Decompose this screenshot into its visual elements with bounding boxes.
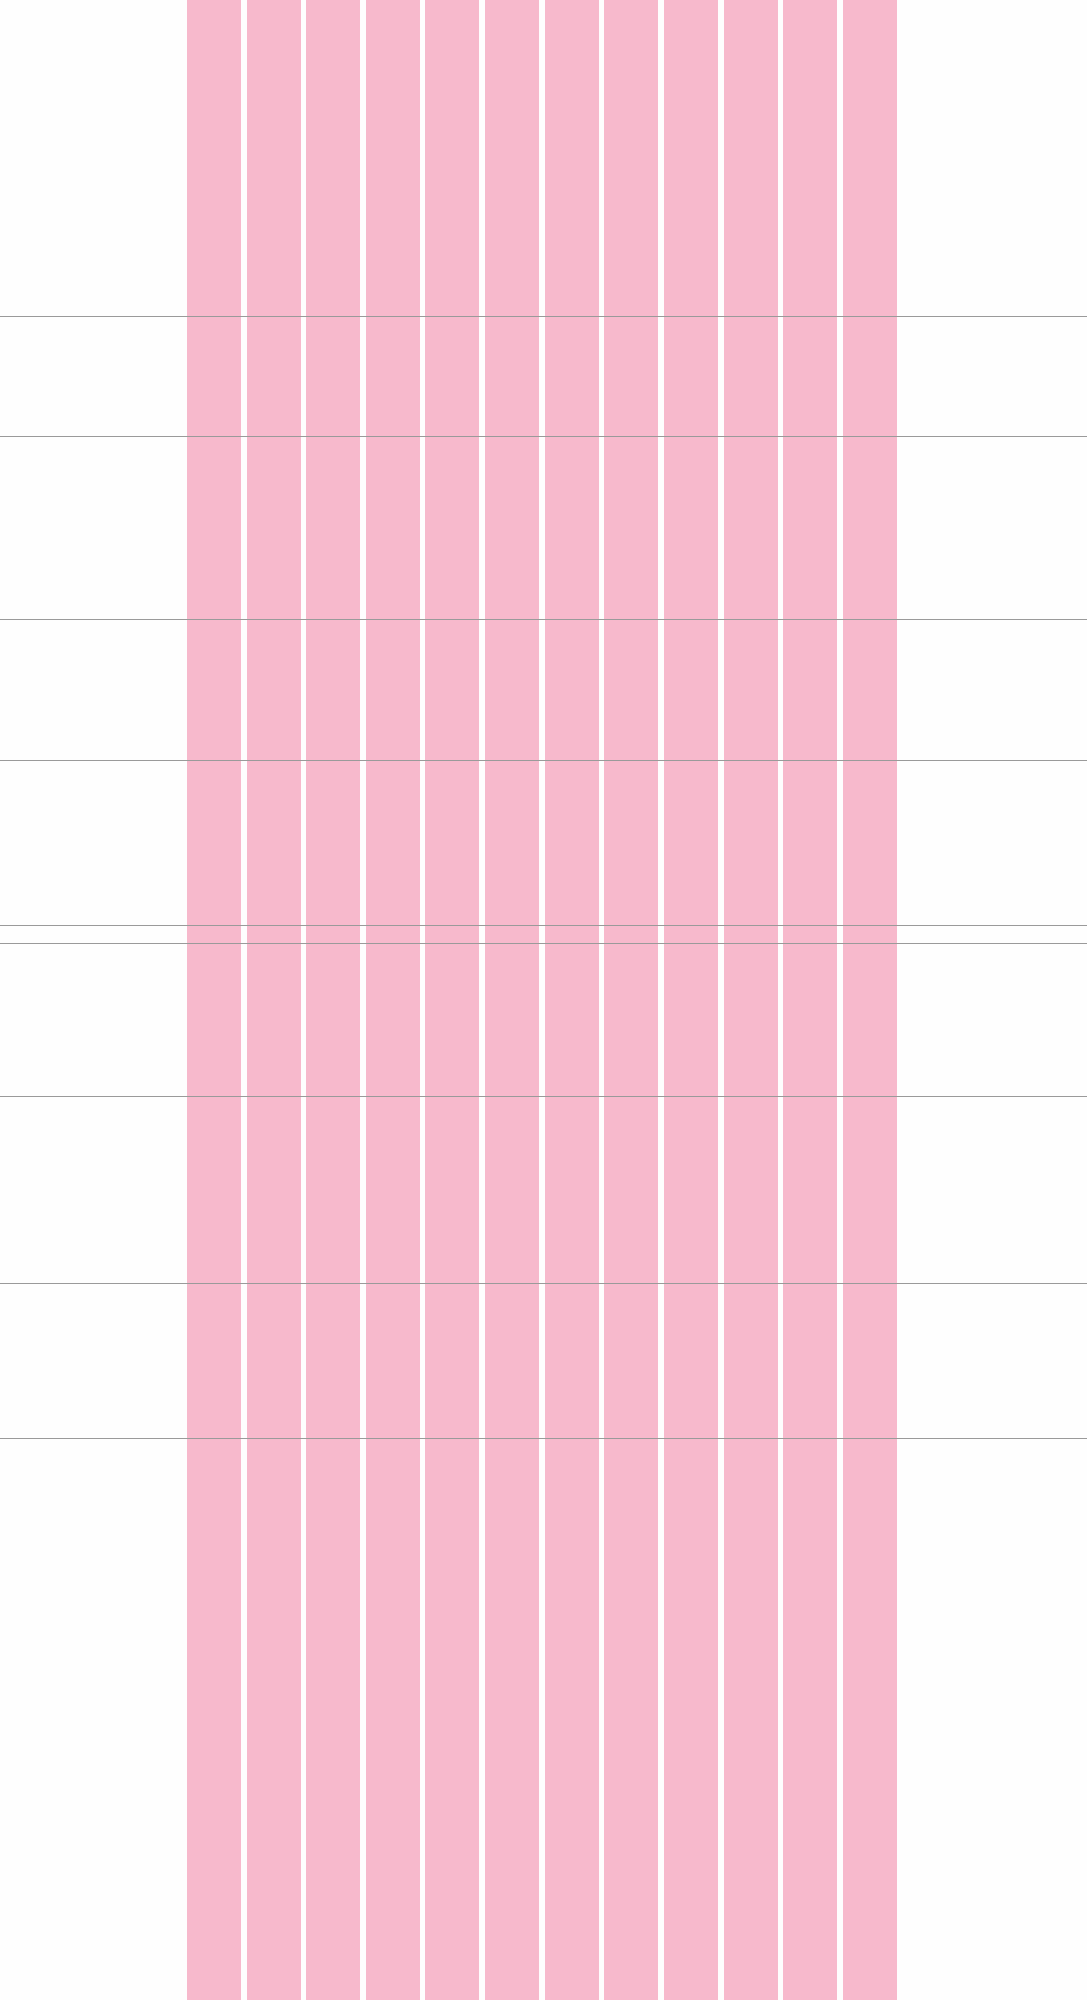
grid-column — [724, 0, 778, 2000]
grid-column — [366, 0, 420, 2000]
horizontal-guide-line — [0, 619, 1087, 620]
horizontal-guide-line — [0, 760, 1087, 761]
horizontal-guide-line — [0, 1096, 1087, 1097]
grid-column — [545, 0, 599, 2000]
horizontal-guide-line — [0, 316, 1087, 317]
horizontal-guide-line — [0, 943, 1087, 944]
grid-column — [306, 0, 360, 2000]
grid-column — [664, 0, 718, 2000]
horizontal-guide-line — [0, 436, 1087, 437]
grid-column — [247, 0, 301, 2000]
grid-column — [485, 0, 539, 2000]
grid-column — [425, 0, 479, 2000]
horizontal-guide-line — [0, 1283, 1087, 1284]
grid-column — [843, 0, 897, 2000]
horizontal-guide-line — [0, 1438, 1087, 1439]
horizontal-guide-line — [0, 925, 1087, 926]
grid-column — [187, 0, 241, 2000]
grid-column — [783, 0, 837, 2000]
grid-column — [604, 0, 658, 2000]
